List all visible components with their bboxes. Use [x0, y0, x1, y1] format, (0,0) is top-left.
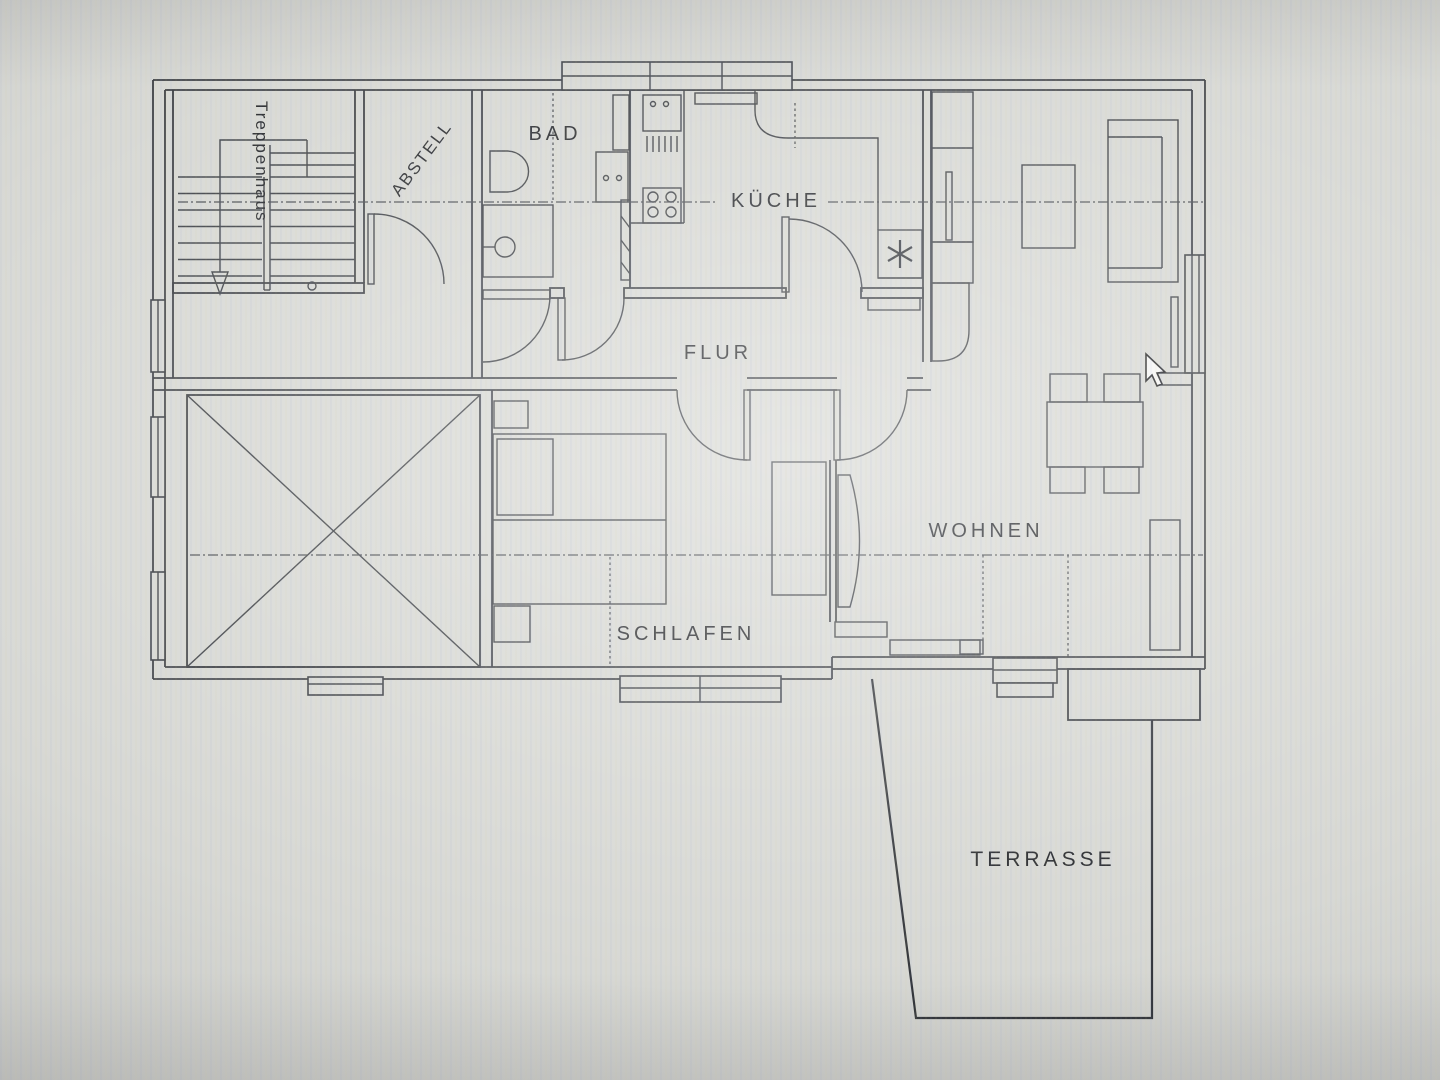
section-lines [178, 201, 1203, 657]
living-room-furniture [834, 91, 1181, 656]
washbasin [489, 150, 530, 193]
door-leaf-hall [557, 297, 566, 361]
stair-walk-line [219, 139, 307, 272]
door-swing-kueche [788, 218, 863, 293]
terrace [870, 678, 1154, 1020]
chair [1103, 373, 1141, 403]
chair [1049, 466, 1086, 494]
heater-symbol [887, 240, 913, 268]
room-label-treppenhaus: Treppenhaus [252, 101, 271, 223]
room-label-wohnen: WOHNEN [928, 520, 1043, 542]
door-swing-schlafen [676, 389, 748, 461]
terrace-outline [870, 678, 1154, 1020]
room-label-terrasse: TERRASSE [970, 848, 1115, 871]
room-label-schlafen: SCHLAFEN [617, 623, 756, 645]
xroom-window [307, 676, 384, 696]
terrace-door-sill [996, 682, 1054, 698]
terrace-step [1067, 668, 1201, 721]
rounded-cabinet [931, 282, 970, 362]
pillow [496, 438, 554, 516]
threshold [867, 297, 921, 311]
bed [492, 433, 667, 605]
chair [1049, 373, 1088, 403]
shower [482, 204, 554, 278]
room-label-bad: BAD [528, 123, 581, 145]
staircase [178, 139, 355, 297]
crossed-room [186, 394, 481, 668]
kitchen-shelf [694, 92, 758, 105]
door-leaf-bad [482, 289, 551, 300]
door-leaf-schlafen [743, 389, 751, 461]
bedroom-furniture [492, 400, 827, 668]
stair-direction-arrow [211, 271, 229, 297]
curved-cabinet [837, 474, 861, 608]
doors [367, 213, 908, 461]
low-cabinet [834, 621, 888, 638]
chair [1103, 466, 1140, 494]
door-leaf-abstell [367, 213, 375, 285]
door-swing-bad [482, 294, 551, 363]
sofa [1107, 119, 1179, 283]
room-label-flur: FLUR [684, 342, 752, 364]
mouse-cursor-icon [1145, 352, 1167, 388]
nightstand [493, 400, 529, 429]
right-window-sash [1170, 296, 1179, 368]
windows [150, 61, 1206, 703]
cabinet-handle [945, 171, 953, 241]
nightstand [493, 605, 531, 643]
bath-cabinet [612, 94, 630, 151]
interior-walls [153, 90, 932, 668]
room-label-kueche: KÜCHE [731, 190, 821, 212]
washing-machine [595, 151, 629, 203]
bathroom-fixtures [482, 93, 630, 278]
door-leaf-wohnen [833, 389, 841, 461]
stove [642, 187, 682, 224]
right-window [1184, 254, 1206, 374]
room-label-abstell: ABSTELL [387, 118, 456, 200]
side-table [1021, 164, 1076, 249]
low-sideboard [889, 639, 981, 656]
room-labels: Treppenhaus ABSTELL BAD KÜCHE FLUR SCHLA… [252, 101, 1115, 871]
sideboard [1149, 519, 1181, 651]
door-leaf-kueche [781, 216, 790, 293]
dining-table [1046, 401, 1144, 468]
door-swing-wohnen [836, 389, 908, 461]
kitchen-fixtures [630, 90, 923, 279]
shower-drain [494, 236, 516, 258]
newel-post [307, 281, 317, 291]
kitchen-sink [642, 94, 682, 132]
kitchen-counter [754, 90, 879, 230]
door-swing-abstell [373, 213, 445, 285]
wardrobe [771, 461, 827, 596]
door-swing-hall [561, 297, 625, 361]
